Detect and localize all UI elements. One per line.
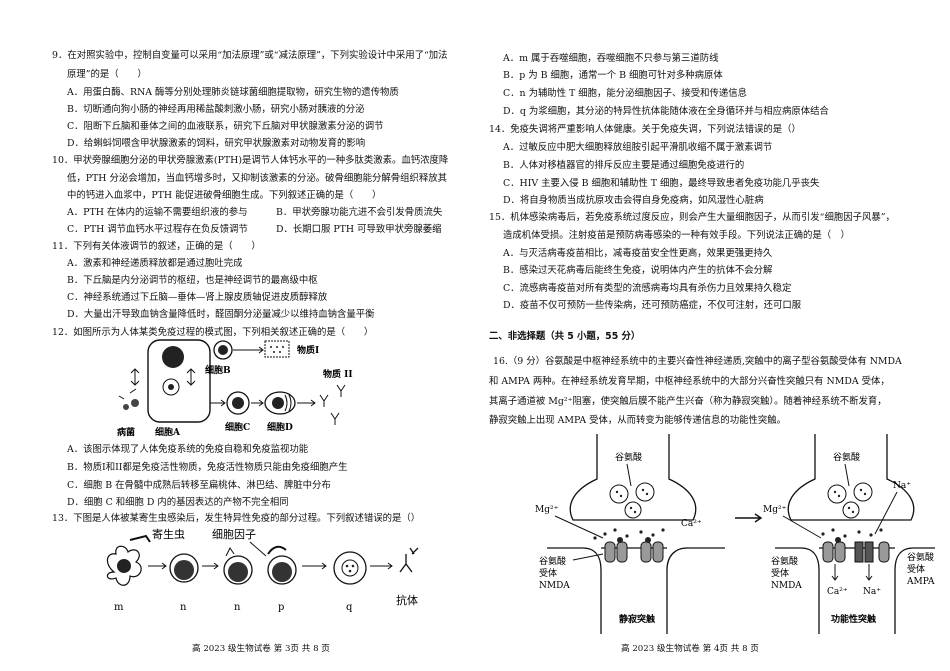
ca-label-bottom: Ca²⁺ bbox=[827, 587, 848, 597]
q12-option-a: A．该图示体现了人体免疫系统的免疫自稳和免疫监视功能 bbox=[67, 444, 309, 455]
ca-label-left: Ca²⁺ bbox=[681, 519, 702, 529]
label-q: q bbox=[346, 602, 353, 613]
label-n2: n bbox=[234, 602, 241, 613]
label-m: m bbox=[114, 602, 124, 613]
q14-option-b: B．人体对移植器官的排斥反应主要是通过细胞免疫进行的 bbox=[503, 160, 745, 171]
q10-stem-line1: 10．甲状旁腺细胞分泌的甲状旁腺激素(PTH)是调节人体钙水平的一种多肽类激素。… bbox=[52, 155, 449, 166]
ampa-line3: AMPA bbox=[906, 577, 935, 587]
q15-option-b: B．感染过天花病毒后能终生免疫，说明体内产生的抗体不会分解 bbox=[503, 265, 773, 276]
nmda-right-line1: 谷氨酸 bbox=[771, 555, 798, 567]
parasite-immune-figure: m 寄生虫 n n 细胞因子 p bbox=[106, 527, 419, 613]
na-label-bottom: Na⁺ bbox=[863, 587, 881, 597]
cytokine-label: 细胞因子 bbox=[212, 528, 256, 541]
silent-synapse: 谷氨酸 Mg²⁺ Ca²⁺ 谷氨酸 受体 NMDA 静寂突触 bbox=[535, 434, 725, 634]
q13-stem: 13．下图是人体被某寄生虫感染后，发生特异性免疫的部分过程。下列叙述错误的是（） bbox=[52, 513, 421, 524]
q14-option-d: D．将自身物质当成抗原攻击会得自身免疫病，如风湿性心脏病 bbox=[503, 195, 764, 206]
right-footer: 高 2023 级生物试卷 第 4页 共 8 页 bbox=[621, 644, 759, 654]
nmda-left-line1: 谷氨酸 bbox=[539, 555, 566, 567]
q10-option-d: D．长期口服 PTH 可导致甲状旁腺萎缩 bbox=[276, 224, 442, 235]
functional-synapse: 谷氨酸 Mg²⁺ Na⁺ 谷氨酸 受体 NMDA 谷氨酸 受体 AMPA Ca²… bbox=[763, 434, 935, 634]
q11-stem: 11．下列有关体液调节的叙述，正确的是（ ） bbox=[52, 241, 261, 252]
q11-option-b: B．下丘脑是内分泌调节的枢纽，也是神经调节的最高级中枢 bbox=[67, 275, 318, 286]
q13-option-c: C．n 为辅助性 T 细胞，能分泌细胞因子、接受和传递信息 bbox=[503, 88, 748, 99]
q15-option-d: D．疫苗不仅可预防一些传染病，还可预防癌症，不仅可注射，还可口服 bbox=[503, 300, 802, 311]
q10-stem-line2: 低，PTH 分泌会增加，当血钙增多时，又抑制该激素的分泌。破骨细胞能分解骨组织释… bbox=[67, 173, 447, 184]
antibody-icons bbox=[319, 384, 346, 425]
pathogen-icon bbox=[118, 388, 139, 410]
q10-option-a: A．PTH 在体内的运输不需要组织液的参与 bbox=[67, 207, 248, 218]
pathogen-label: 病菌 bbox=[117, 426, 135, 437]
q9-option-d: D．给蝌蚪饲喂含甲状腺激素的饲料，研究甲状腺激素对动物发育的影响 bbox=[67, 138, 366, 149]
nmda-left-line2: 受体 bbox=[539, 567, 557, 579]
substance-1-label: 物质Ⅰ bbox=[297, 344, 319, 356]
nmda-left-line3: NMDA bbox=[539, 581, 570, 591]
parasite-icon bbox=[129, 534, 151, 543]
substance-1-box bbox=[264, 340, 290, 358]
q16-paragraph-line3: 其离子通道被 Mg²⁺阻塞，使突触后膜不能产生兴奋（称为静寂突触）。随着神经系统… bbox=[489, 396, 887, 407]
cell-b-label: 细胞B bbox=[205, 364, 231, 376]
immune-process-figure: 病菌 细胞A 细胞B 物质Ⅰ 细胞C 细胞D bbox=[117, 339, 353, 437]
q15-option-a: A．与灭活病毒疫苗相比，减毒疫苗安全性更高，效果更强更持久 bbox=[503, 248, 773, 259]
glutamate-label-left: 谷氨酸 bbox=[615, 451, 642, 463]
q13-option-b: B．p 为 B 细胞，通常一个 B 细胞可针对多种病原体 bbox=[503, 70, 723, 81]
label-n1: n bbox=[180, 602, 187, 613]
q15-option-c: C．流感病毒疫苗对所有类型的流感病毒均具有杀伤力且效果持久稳定 bbox=[503, 283, 792, 294]
left-footer: 高 2023 级生物试卷 第 3页 共 8 页 bbox=[192, 644, 330, 654]
q12-stem: 12．如图所示为人体某类免疫过程的模式图，下列相关叙述正确的是（ ） bbox=[52, 327, 374, 338]
q12-option-c: C．细胞 B 在骨髓中成熟后转移至扁桃体、淋巴结、脾脏中分布 bbox=[67, 480, 331, 491]
antibody-icon bbox=[399, 547, 419, 573]
q12-option-d: D．细胞 C 和细胞 D 内的基因表达的产物不完全相同 bbox=[67, 497, 289, 508]
q10-option-b: B．甲状旁腺功能亢进不会引发骨质流失 bbox=[276, 207, 443, 218]
q12-option-b: B．物质I和II都是免疫活性物质，免疫活性物质只能由免疫细胞产生 bbox=[67, 462, 348, 473]
synapse-figure: 谷氨酸 Mg²⁺ Ca²⁺ 谷氨酸 受体 NMDA 静寂突触 bbox=[535, 434, 935, 634]
right-column: A．m 属于吞噬细胞，吞噬细胞不只参与第三道防线 B．p 为 B 细胞，通常一个… bbox=[475, 0, 950, 671]
q14-option-c: C．HIV 主要入侵 B 细胞和辅助性 T 细胞，最终导致患者免疫功能几乎丧失 bbox=[503, 178, 820, 189]
q9-stem-line2: 原理”的是（ ） bbox=[67, 69, 147, 80]
q13-option-a: A．m 属于吞噬细胞，吞噬细胞不只参与第三道防线 bbox=[503, 53, 719, 64]
silent-synapse-label: 静寂突触 bbox=[619, 613, 655, 625]
q14-stem: 14．免疫失调将严重影响人体健康。关于免疫失调，下列说法错误的是（） bbox=[489, 124, 801, 135]
q15-stem-line2: 造成机体受损。注射疫苗是预防病毒感染的一种有效手段。下列说法正确的是（ ） bbox=[503, 230, 850, 241]
q9-option-c: C．阻断下丘脑和垂体之间的血液联系，研究下丘脑对甲状腺激素分泌的调节 bbox=[67, 121, 384, 132]
antibody-label: 抗体 bbox=[396, 593, 418, 607]
parasite-label: 寄生虫 bbox=[152, 527, 185, 541]
na-label-top: Na⁺ bbox=[893, 481, 911, 491]
q9-stem-line1: 9．在对照实验中，控制自变量可以采用“加法原理”或“减法原理”，下列实验设计中采… bbox=[52, 50, 448, 61]
cell-a-label: 细胞A bbox=[155, 426, 181, 437]
q9-option-a: A．用蛋白酶、RNA 酶等分别处理肺炎链球菌细胞提取物，研究生物的遗传物质 bbox=[67, 87, 399, 98]
ampa-line2: 受体 bbox=[907, 563, 925, 575]
nmda-right-line3: NMDA bbox=[771, 581, 802, 591]
q16-paragraph-line1: 16.（9 分）谷氨酸是中枢神经系统中的主要兴奋性神经递质,突触中的离子型谷氨酸… bbox=[493, 356, 902, 367]
transition-arrow bbox=[735, 513, 763, 523]
ampa-line1: 谷氨酸 bbox=[907, 551, 934, 563]
q10-option-c: C．PTH 调节血钙水平过程存在负反馈调节 bbox=[67, 224, 248, 235]
label-p: p bbox=[278, 602, 284, 613]
q14-option-a: A．过敏反应中肥大细胞释放组胺引起平滑肌收缩不属于激素调节 bbox=[503, 142, 773, 153]
functional-synapse-label: 功能性突触 bbox=[831, 613, 876, 625]
substance-2-label: 物质 II bbox=[323, 368, 353, 380]
q16-paragraph-line4: 静寂突触上出现 AMPA 受体，从而转变为能够传递信息的功能性突触。 bbox=[489, 415, 787, 426]
mg-label-right: Mg²⁺ bbox=[763, 505, 787, 515]
nmda-right-line2: 受体 bbox=[771, 567, 789, 579]
section-2-heading: 二、非选择题（共 5 小题，55 分） bbox=[489, 331, 641, 342]
q11-option-c: C．神经系统通过下丘脑—垂体—肾上腺皮质轴促进皮质醇释放 bbox=[67, 292, 328, 303]
q15-stem-line1: 15．机体感染病毒后，若免疫系统过度反应，则会产生大量细胞因子，从而引发“细胞因… bbox=[489, 212, 895, 223]
cell-m-icon bbox=[106, 545, 142, 586]
q9-option-b: B．切断通向狗小肠的神经再用稀盐酸刺激小肠，研究小肠对胰液的分泌 bbox=[67, 104, 365, 115]
q10-stem-line3: 中的钙进入血浆中，PTH 能促进破骨细胞生成。下列叙述正确的是（ ） bbox=[67, 190, 382, 201]
cell-a-nucleus bbox=[162, 346, 184, 368]
mg-label-left: Mg²⁺ bbox=[535, 505, 559, 515]
q13-option-d: D．q 为浆细胞，其分泌的特异性抗体能随体液在全身循环并与相应病原体结合 bbox=[503, 106, 829, 117]
q11-option-a: A．激素和神经递质释放都是通过胞吐完成 bbox=[67, 258, 243, 269]
cell-c-label: 细胞C bbox=[225, 421, 250, 433]
glutamate-label-right: 谷氨酸 bbox=[833, 451, 860, 463]
left-column: 9．在对照实验中，控制自变量可以采用“加法原理”或“减法原理”，下列实验设计中采… bbox=[52, 50, 449, 654]
q11-option-d: D．大量出汗导致血钠含量降低时，醛固酮分泌量减少以维持血钠含量平衡 bbox=[67, 309, 375, 320]
q16-paragraph-line2: 和 AMPA 两种。在神经系统发育早期，中枢神经系统中的大部分兴奋性突触只有 N… bbox=[489, 376, 890, 387]
cell-d-label: 细胞D bbox=[267, 421, 293, 433]
